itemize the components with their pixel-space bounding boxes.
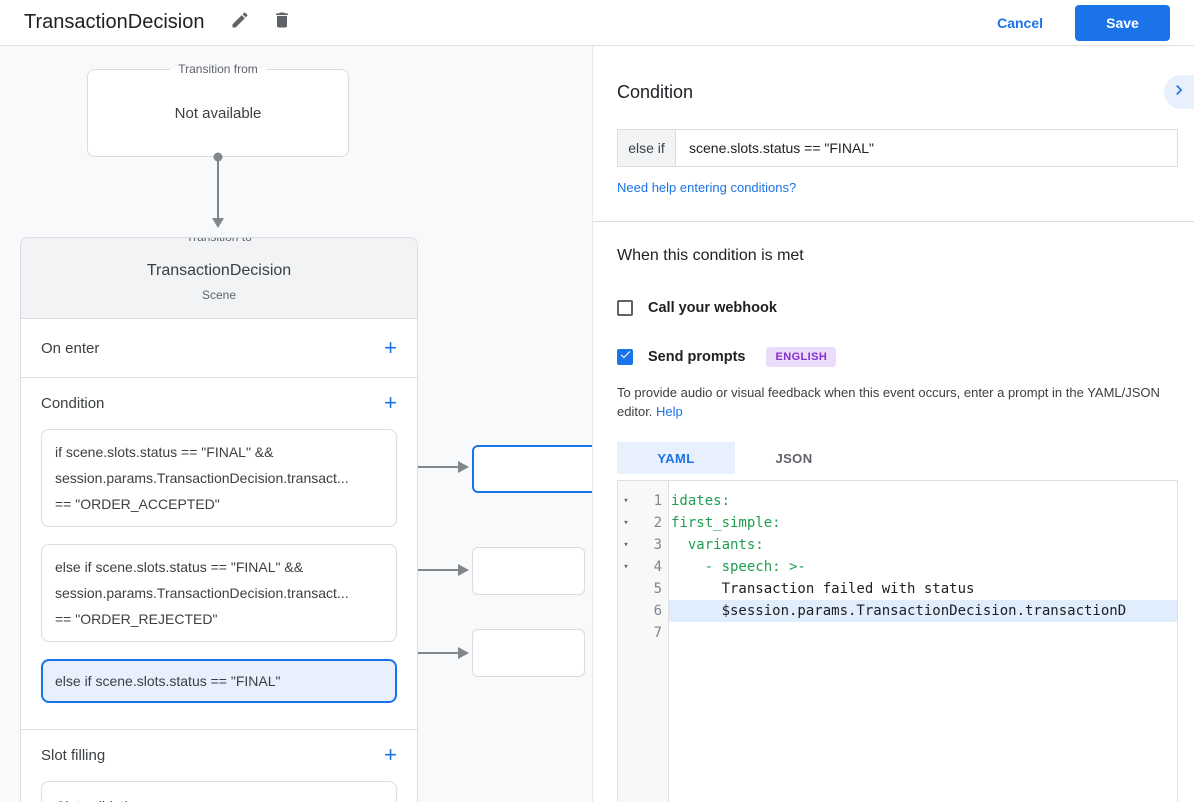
language-badge: ENGLISH bbox=[766, 347, 837, 367]
page-title: TransactionDecision bbox=[24, 11, 205, 33]
condition-card-line: == "ORDER_ACCEPTED" bbox=[55, 496, 220, 512]
line-number: 1 bbox=[653, 493, 662, 509]
editor-gutter: 7 bbox=[618, 622, 669, 644]
editor-tabs: YAML JSON bbox=[617, 442, 1170, 474]
fold-arrow-icon[interactable]: ▾ bbox=[623, 562, 629, 572]
editor-code-line bbox=[669, 622, 1177, 644]
section-divider bbox=[593, 221, 1194, 222]
slot-validation-card[interactable]: Slot validation bbox=[41, 781, 397, 802]
editor-line[interactable]: ▾4 - speech: >- bbox=[618, 556, 1177, 578]
help-link[interactable]: Help bbox=[656, 404, 683, 419]
webhook-label: Call your webhook bbox=[648, 300, 777, 316]
editor-code-line: first_simple: bbox=[671, 515, 781, 531]
editor-gutter: ▾3 bbox=[618, 534, 669, 556]
delete-scene-button[interactable] bbox=[270, 11, 294, 35]
scene-header[interactable]: TransactionDecision Scene bbox=[21, 238, 417, 319]
send-prompts-checkbox[interactable] bbox=[617, 349, 633, 365]
tab-yaml[interactable]: YAML bbox=[617, 442, 735, 474]
fold-arrow-icon[interactable]: ▾ bbox=[623, 540, 629, 550]
condition-card-1[interactable]: if scene.slots.status == "FINAL" && sess… bbox=[41, 429, 397, 527]
editor-line[interactable]: 7 bbox=[618, 622, 1177, 644]
line-number: 3 bbox=[653, 537, 662, 553]
fold-arrow-icon[interactable]: ▾ bbox=[623, 518, 629, 528]
editor-code-line: Transaction failed with status bbox=[671, 581, 975, 597]
add-on-enter-icon[interactable]: + bbox=[384, 335, 397, 360]
on-enter-label: On enter bbox=[41, 339, 100, 357]
condition-expression-row: else if bbox=[617, 129, 1178, 167]
condition-card-line: session.params.TransactionDecision.trans… bbox=[55, 470, 349, 486]
editor-gutter: 5 bbox=[618, 578, 669, 600]
editor-line[interactable]: 6 $session.params.TransactionDecision.tr… bbox=[618, 600, 1177, 622]
pencil-icon bbox=[230, 10, 250, 35]
collapse-panel-button[interactable] bbox=[1164, 75, 1194, 109]
condition-card-line: session.params.TransactionDecision.trans… bbox=[55, 585, 349, 601]
condition-detail-panel: Condition else if Need help entering con… bbox=[592, 46, 1194, 802]
panel-title: Condition bbox=[617, 82, 694, 102]
transition-from-legend: Transition from bbox=[170, 62, 266, 76]
flow-canvas: Transition from Not available Transition… bbox=[0, 46, 592, 802]
condition-section: Condition + if scene.slots.status == "FI… bbox=[21, 378, 417, 730]
tab-json[interactable]: JSON bbox=[775, 450, 813, 466]
cancel-button[interactable]: Cancel bbox=[997, 14, 1043, 31]
chevron-right-icon bbox=[1169, 80, 1189, 105]
condition-card-line: == "ORDER_REJECTED" bbox=[55, 611, 218, 627]
condition-card-line: else if scene.slots.status == "FINAL" bbox=[55, 673, 281, 689]
condition-card-line: else if scene.slots.status == "FINAL" && bbox=[55, 559, 304, 575]
transition-from-status: Not available bbox=[174, 104, 262, 122]
scene-type-label: Scene bbox=[201, 288, 237, 302]
transition-to-legend: Transition to bbox=[178, 238, 260, 244]
editor-line[interactable]: 5 Transaction failed with status bbox=[618, 578, 1177, 600]
line-number: 7 bbox=[653, 625, 662, 641]
send-prompts-label: Send prompts bbox=[648, 349, 746, 365]
editor-gutter: ▾1 bbox=[618, 490, 669, 512]
slot-filling-label: Slot filling bbox=[41, 746, 106, 764]
line-number: 6 bbox=[653, 603, 662, 619]
conditions-help-link[interactable]: Need help entering conditions? bbox=[617, 180, 797, 195]
line-number: 5 bbox=[653, 581, 662, 597]
condition-prefix-label: else if bbox=[618, 130, 676, 166]
target-scene-box-1[interactable] bbox=[472, 445, 592, 493]
checkmark-icon bbox=[619, 348, 632, 366]
webhook-checkbox[interactable] bbox=[617, 300, 633, 316]
line-number: 4 bbox=[653, 559, 662, 575]
target-scene-box-3[interactable] bbox=[472, 629, 585, 677]
transition-to-card: Transition to TransactionDecision Scene … bbox=[20, 237, 418, 802]
editor-gutter: ▾4 bbox=[618, 556, 669, 578]
condition-card-3-selected[interactable]: else if scene.slots.status == "FINAL" bbox=[41, 659, 397, 703]
editor-code-line: - speech: >- bbox=[671, 559, 806, 575]
when-condition-heading: When this condition is met bbox=[617, 247, 804, 264]
editor-gutter: 6 bbox=[618, 600, 669, 622]
trash-icon bbox=[272, 10, 292, 35]
condition-section-label: Condition bbox=[41, 394, 105, 412]
slot-filling-section: Slot filling + Slot validation bbox=[21, 730, 417, 802]
condition-card-line: if scene.slots.status == "FINAL" && bbox=[55, 444, 274, 460]
add-condition-icon[interactable]: + bbox=[384, 390, 397, 415]
save-button[interactable]: Save bbox=[1075, 4, 1170, 41]
line-number: 2 bbox=[653, 515, 662, 531]
editor-code-line: variants: bbox=[671, 537, 764, 553]
on-enter-section: On enter + bbox=[21, 319, 417, 378]
condition-expression-input[interactable] bbox=[676, 130, 1177, 166]
editor-code-line: $session.params.TransactionDecision.tran… bbox=[669, 600, 1177, 622]
send-prompts-row: Send prompts ENGLISH bbox=[617, 347, 1170, 367]
add-slot-icon[interactable]: + bbox=[384, 742, 397, 767]
top-bar: TransactionDecision Cancel Save bbox=[0, 0, 1194, 46]
prompt-description: To provide audio or visual feedback when… bbox=[617, 385, 1160, 419]
editor-code-line: idates: bbox=[671, 493, 731, 509]
fold-arrow-icon[interactable]: ▾ bbox=[623, 496, 629, 506]
editor-line[interactable]: ▾3 variants: bbox=[618, 534, 1177, 556]
edit-scene-button[interactable] bbox=[228, 11, 252, 35]
transition-from-box[interactable]: Transition from Not available bbox=[87, 62, 349, 157]
target-scene-box-2[interactable] bbox=[472, 547, 585, 595]
editor-gutter: ▾2 bbox=[618, 512, 669, 534]
scene-name: TransactionDecision bbox=[146, 262, 292, 279]
condition-card-2[interactable]: else if scene.slots.status == "FINAL" &&… bbox=[41, 544, 397, 642]
webhook-row: Call your webhook bbox=[617, 300, 1170, 316]
